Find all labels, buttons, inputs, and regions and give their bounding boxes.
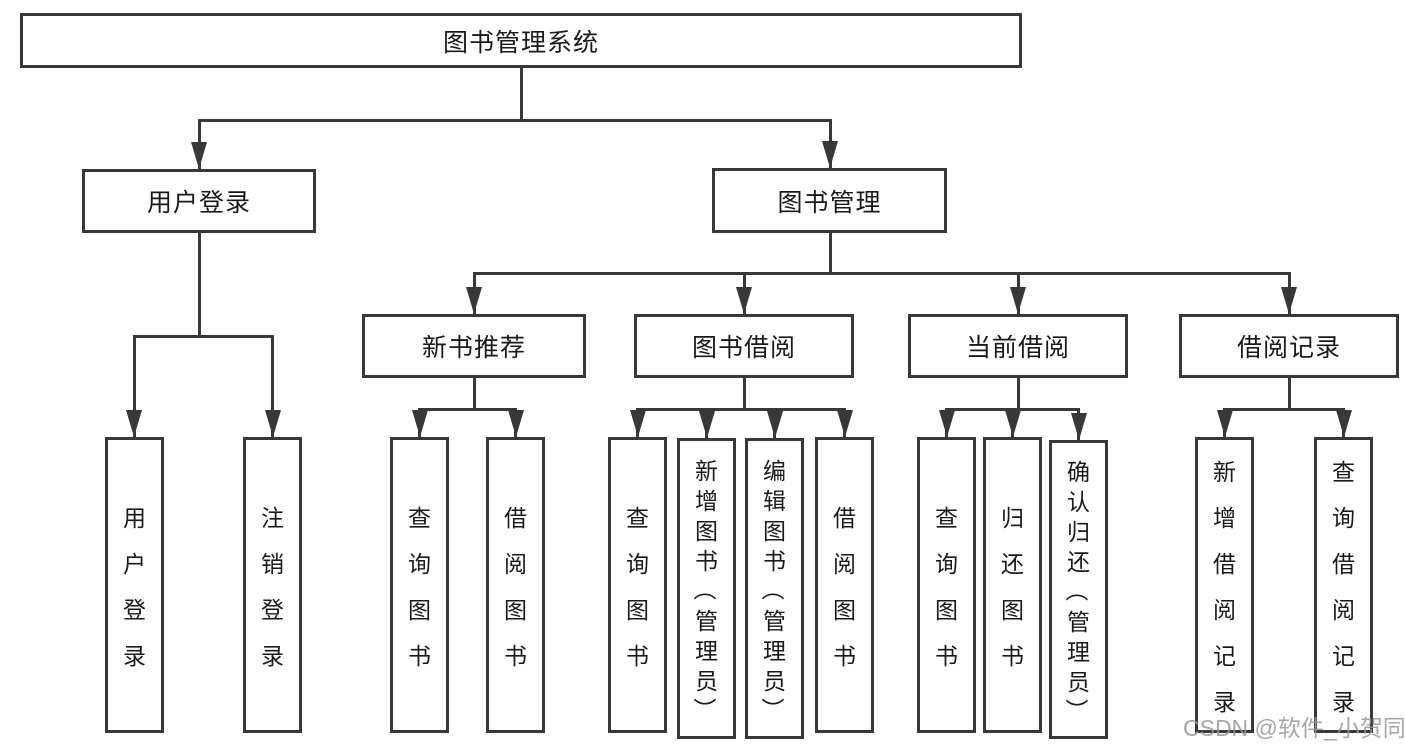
arrow-down-icon xyxy=(507,410,524,437)
node-book-management-label: 图书管理 xyxy=(777,188,882,217)
leaf-query-book-recommend: 查询图书 xyxy=(390,437,449,733)
arrow-down-icon xyxy=(836,410,853,437)
arrow-down-icon xyxy=(1010,287,1026,314)
leaf-borrow-book-recommend-label: 借阅图书 xyxy=(504,505,527,669)
connector-branch xyxy=(636,408,846,411)
leaf-return-book-label: 归还图书 xyxy=(1001,505,1024,669)
leaf-query-borrow-record-label: 查询借阅记录 xyxy=(1332,459,1355,715)
leaf-borrow-book-recommend: 借阅图书 xyxy=(486,437,545,733)
node-book-borrow-label: 图书借阅 xyxy=(691,334,796,362)
arrow-down-icon xyxy=(1004,410,1021,437)
connector-branch xyxy=(1223,408,1345,411)
node-user-login-label: 用户登录 xyxy=(146,189,251,217)
connector-stem xyxy=(197,233,201,338)
leaf-query-book-current: 查询图书 xyxy=(917,437,976,733)
leaf-confirm-return-admin: 确认归还（管理员） xyxy=(1049,440,1108,739)
connector-drop xyxy=(132,335,136,437)
leaf-borrow-book-label: 借阅图书 xyxy=(833,505,856,669)
leaf-query-borrow-record: 查询借阅记录 xyxy=(1314,437,1373,733)
leaf-confirm-return-admin-label: 确认归还（管理员） xyxy=(1063,458,1091,722)
arrow-down-icon xyxy=(411,410,428,437)
leaf-query-book-borrow: 查询图书 xyxy=(608,437,667,733)
node-book-management: 图书管理 xyxy=(712,168,947,233)
node-current-borrow-label: 当前借阅 xyxy=(965,334,1070,362)
arrow-down-icon xyxy=(822,141,838,168)
connector-branch xyxy=(418,408,517,411)
connector-stem xyxy=(1016,378,1020,411)
arrow-down-icon xyxy=(1070,413,1087,440)
leaf-query-book-current-label: 查询图书 xyxy=(935,505,958,669)
leaf-edit-book-admin: 编辑图书（管理员） xyxy=(745,438,804,739)
leaf-logout-label: 注销登录 xyxy=(261,505,284,669)
node-borrow-records: 借阅记录 xyxy=(1179,314,1399,378)
connector-branch xyxy=(472,272,1291,275)
connector-stem xyxy=(742,378,746,411)
arrow-down-icon xyxy=(1216,410,1233,437)
connector-stem xyxy=(828,233,832,275)
arrow-down-icon xyxy=(698,411,715,438)
arrow-down-icon xyxy=(736,287,752,314)
leaf-add-borrow-record-label: 新增借阅记录 xyxy=(1213,459,1236,715)
leaf-add-book-admin: 新增图书（管理员） xyxy=(677,438,736,739)
leaf-user-login-label: 用户登录 xyxy=(123,505,146,669)
leaf-logout: 注销登录 xyxy=(243,437,302,733)
arrow-down-icon xyxy=(766,411,783,438)
connector-branch xyxy=(132,335,274,338)
arrow-down-icon xyxy=(126,410,142,437)
leaf-query-book-recommend-label: 查询图书 xyxy=(408,505,431,669)
connector-branch xyxy=(197,119,832,122)
leaf-add-book-admin-label: 新增图书（管理员） xyxy=(691,457,719,721)
connector-stem xyxy=(1287,378,1291,411)
arrow-down-icon xyxy=(466,287,482,314)
node-root-label: 图书管理系统 xyxy=(442,28,599,57)
connector-stem xyxy=(472,378,476,411)
node-root: 图书管理系统 xyxy=(20,13,1022,68)
leaf-borrow-book: 借阅图书 xyxy=(815,437,874,733)
arrow-down-icon xyxy=(191,142,207,169)
node-new-book-recommend: 新书推荐 xyxy=(362,314,586,378)
node-new-book-recommend-label: 新书推荐 xyxy=(421,334,526,362)
arrow-down-icon xyxy=(1335,410,1352,437)
leaf-user-login: 用户登录 xyxy=(105,437,164,733)
csdn-watermark: CSDN @软件_小贺同学 xyxy=(1183,715,1405,741)
leaf-query-book-borrow-label: 查询图书 xyxy=(626,505,649,669)
arrow-down-icon xyxy=(1281,287,1297,314)
arrow-down-icon xyxy=(264,410,281,437)
leaf-edit-book-admin-label: 编辑图书（管理员） xyxy=(759,457,787,721)
node-borrow-records-label: 借阅记录 xyxy=(1236,334,1341,362)
node-book-borrow: 图书借阅 xyxy=(634,314,854,378)
node-current-borrow: 当前借阅 xyxy=(908,314,1128,378)
node-user-login: 用户登录 xyxy=(82,169,316,233)
leaf-return-book: 归还图书 xyxy=(983,437,1042,733)
arrow-down-icon xyxy=(629,410,646,437)
arrow-down-icon xyxy=(938,410,955,437)
connector-drop xyxy=(271,335,274,437)
connector-stem xyxy=(519,68,523,122)
leaf-add-borrow-record: 新增借阅记录 xyxy=(1195,437,1254,733)
